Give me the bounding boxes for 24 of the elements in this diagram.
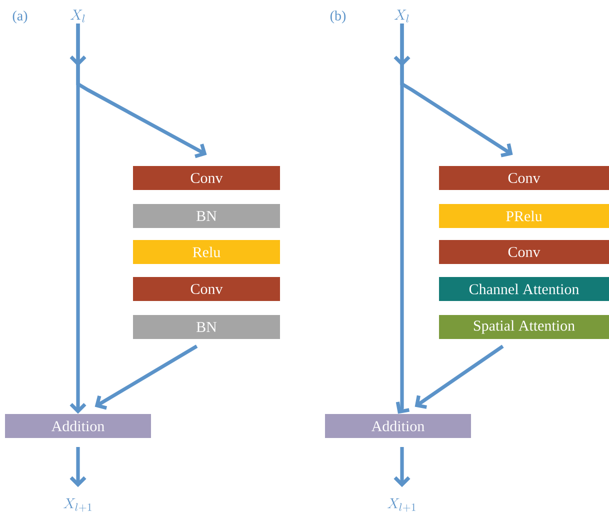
arrow	[414, 344, 504, 409]
layer-box: Spatial Attention	[439, 315, 609, 339]
variable-label: $X_{l+1}$	[64, 498, 92, 512]
panel-label: (b)	[330, 10, 346, 24]
arrow	[70, 447, 86, 488]
variable-label: $X_{l}$	[70, 10, 85, 22]
layer-box: BN	[133, 315, 280, 339]
layer-box: Channel Attention	[439, 277, 609, 301]
layer-box: Addition	[325, 414, 471, 438]
variable-label: $X_{l+1}$	[388, 498, 416, 512]
layer-box: Relu	[133, 240, 280, 264]
layer-box: Conv	[133, 166, 280, 190]
arrow	[76, 23, 207, 158]
arrow	[400, 23, 513, 158]
arrow	[394, 447, 410, 488]
layer-box: Conv	[439, 166, 609, 190]
layer-box: BN	[133, 204, 280, 228]
layer-box: Conv	[439, 240, 609, 264]
panel-label: (a)	[12, 10, 28, 24]
layer-box: Conv	[133, 277, 280, 301]
arrow	[94, 344, 198, 410]
variable-label: $X_{l}$	[394, 10, 409, 22]
layer-box: Addition	[5, 414, 151, 438]
layer-box: PRelu	[439, 204, 609, 228]
